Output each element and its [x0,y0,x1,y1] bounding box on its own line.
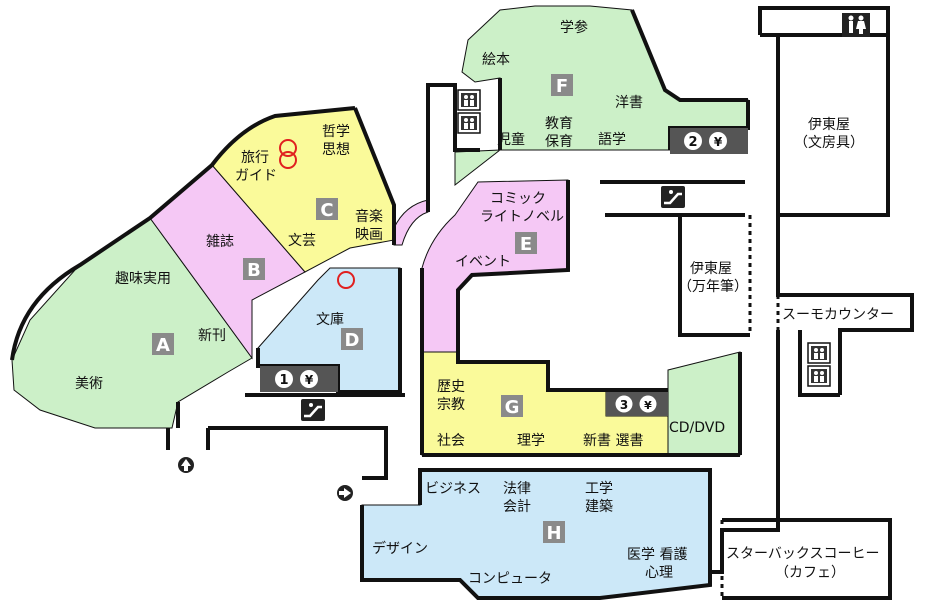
section-a-box[interactable] [152,333,174,355]
section-f-label: F [556,76,568,97]
counter-2[interactable]: 2 ¥ [670,128,748,154]
label-itoya-pen-2: （万年筆） [678,279,748,295]
section-g-label: G [505,397,520,418]
label-kogaku-2: 建築 [585,499,613,515]
label-ongaku-1: 音楽 [355,208,383,225]
escalator-icon[interactable] [301,399,325,421]
dotted-walls [720,35,780,598]
label-jido: 児童 [497,131,525,148]
zone-c-notch [393,199,429,246]
label-itoya-stationery-1: 伊東屋 [808,117,850,133]
section-b-label: B [247,260,261,281]
label-gogaku: 語学 [598,132,626,148]
label-zasshi: 雑誌 [206,234,234,250]
label-bijutsu: 美術 [75,376,103,392]
label-bunko: 文庫 [316,311,344,328]
section-markers: A B C D E F G H [152,74,573,544]
label-ryoko-2: ガイド [235,168,277,184]
counter-1-yen-icon: ¥ [305,373,314,387]
label-igaku-2: 心理 [645,565,673,581]
label-shinkan: 新刊 [198,328,226,344]
label-comic-1: コミック [490,191,546,207]
label-itoya-pen-1: 伊東屋 [690,261,732,277]
label-ehon: 絵本 [482,52,510,68]
label-igaku-1: 医学 看護 [627,547,687,563]
label-horitsu-2: 会計 [503,499,531,515]
zone-cddvd[interactable] [667,351,741,456]
labels: 趣味実用 新刊 美術 雑誌 旅行 ガイド 哲学 思想 文芸 音楽 映画 文庫 コ… [75,19,894,587]
label-ryoko-1: 旅行 [241,150,269,166]
walls [10,6,914,600]
escalator-icon[interactable] [661,186,685,208]
label-tetsugaku-2: 思想 [322,142,350,158]
elevator-icon[interactable] [807,342,831,364]
restroom-icon[interactable] [842,13,870,37]
elevator-icon[interactable] [457,89,481,111]
label-kyoiku-1: 教育 [545,116,573,132]
label-rekishi-1: 歴史 [437,379,465,395]
label-bungei: 文芸 [288,233,316,249]
section-h-label: H [546,523,561,544]
counter-3-num: 3 [620,398,628,412]
section-e-box[interactable] [515,232,537,254]
section-d-label: D [345,330,360,351]
elevator-icon[interactable] [807,365,831,387]
label-kyoiku-2: 保育 [545,134,573,150]
section-f-box[interactable] [551,74,573,96]
label-kogaku-1: 工学 [585,481,613,497]
counter-2-num: 2 [688,135,697,150]
red-circle-icon [279,139,297,169]
label-computer: コンピュータ [468,571,552,587]
counter-3[interactable]: 3 ¥ [606,392,668,416]
section-c-label: C [320,200,333,221]
section-c-box[interactable] [316,198,338,220]
section-e-label: E [520,234,532,255]
zone-a[interactable] [11,217,253,429]
counter-2-yen-icon: ¥ [714,135,723,149]
section-g-box[interactable] [501,395,523,417]
section-h-box[interactable] [543,521,565,543]
label-tetsugaku-1: 哲学 [322,124,350,140]
label-sumo: スーモカウンター [782,307,894,323]
label-shakai: 社会 [437,433,465,449]
counter-1[interactable]: 1 ¥ [260,366,338,392]
arrow-right-icon[interactable] [337,485,353,501]
counter-3-yen-icon: ¥ [644,399,652,412]
label-yosho: 洋書 [615,95,643,111]
label-shumi: 趣味実用 [115,271,171,287]
red-circle-icon [337,271,355,289]
label-business: ビジネス [425,481,481,497]
label-gakusan: 学参 [560,19,588,36]
section-a-label: A [156,335,170,356]
label-shinsho: 新書 選書 [583,433,643,449]
label-design: デザイン [372,540,428,557]
label-comic-2: ライトノベル [480,209,564,225]
label-cddvd: CD/DVD [669,420,725,436]
label-rigaku: 理学 [517,433,545,449]
arrow-up-icon[interactable] [178,457,194,473]
label-rekishi-2: 宗教 [437,397,465,413]
label-horitsu-1: 法律 [503,481,531,497]
elevator-icon[interactable] [457,112,481,134]
label-starbucks-1: スターバックスコーヒー [726,546,879,562]
label-itoya-stationery-2: （文房具） [794,135,864,151]
section-d-box[interactable] [341,328,363,350]
section-b-box[interactable] [243,258,265,280]
label-starbucks-2: （カフェ） [775,565,845,581]
label-ongaku-2: 映画 [355,227,383,243]
counter-1-num: 1 [279,373,288,388]
label-event: イベント [455,254,511,270]
